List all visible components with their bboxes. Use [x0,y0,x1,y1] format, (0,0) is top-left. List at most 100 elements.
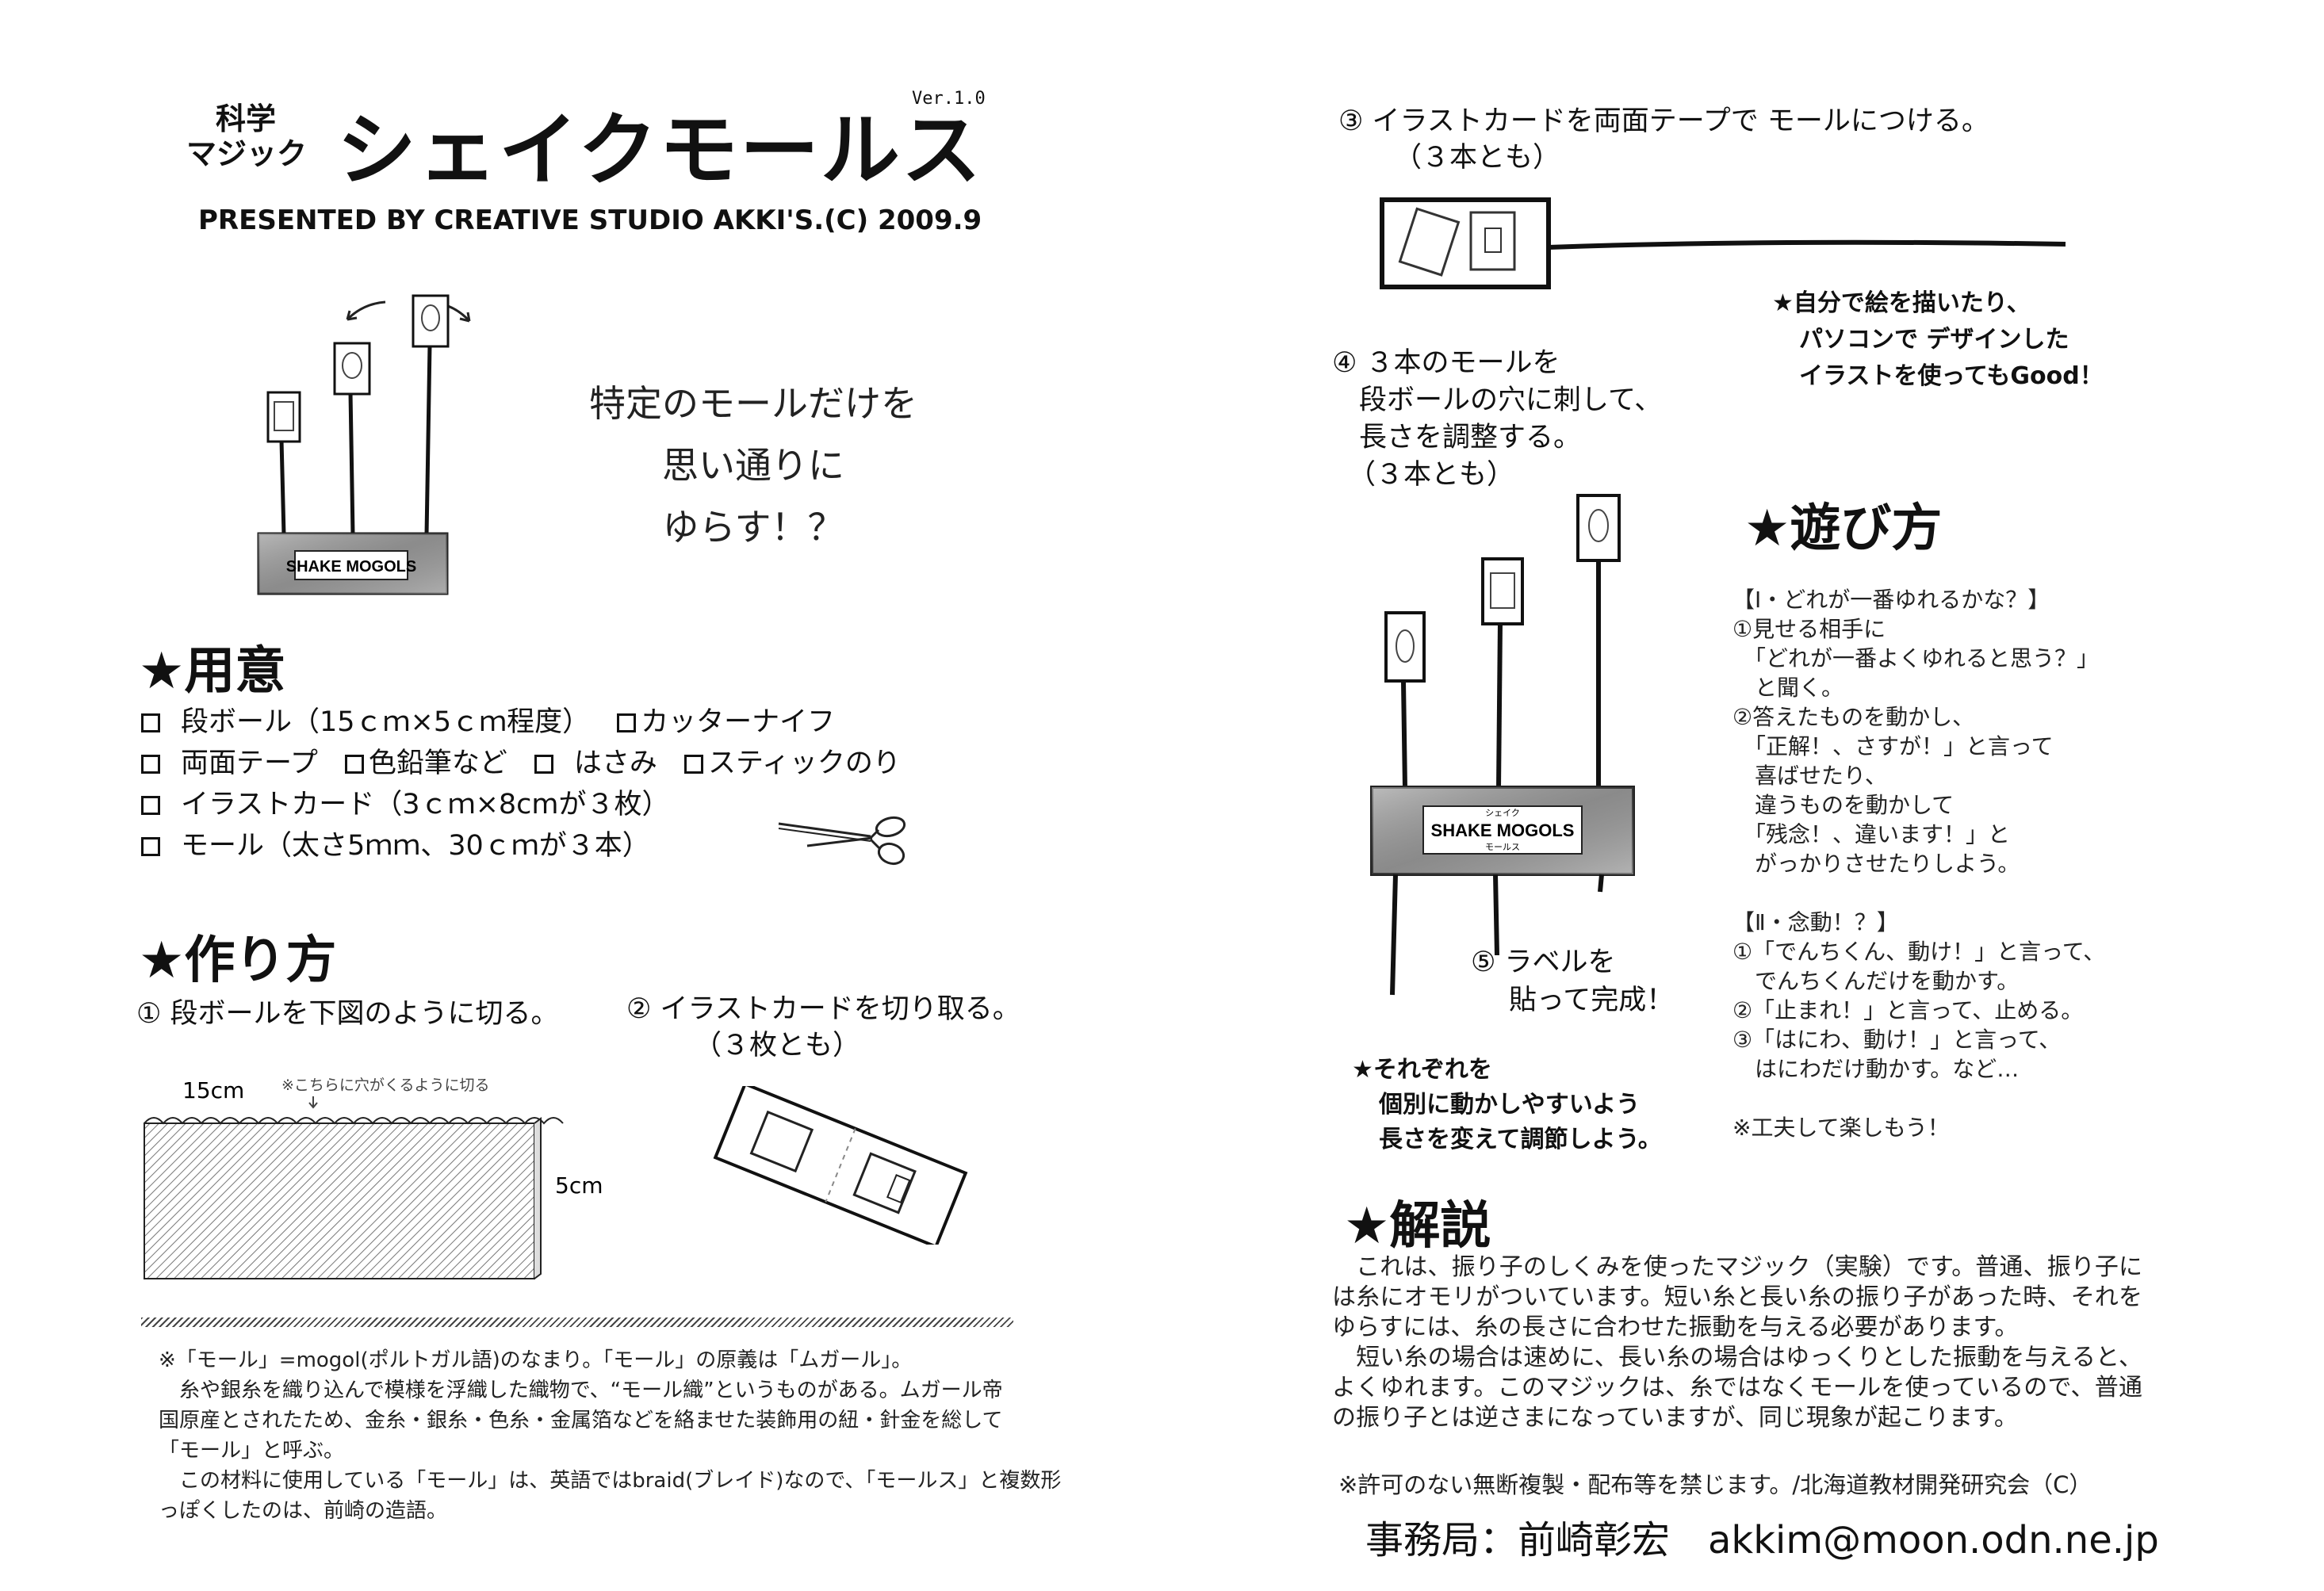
explanation-section-title: ★解説 [1344,1197,1491,1256]
step-1-text: ① 段ボールを下図のように切る。 [136,998,559,1030]
note-line: 糸や銀糸を織り込んで模様を浮織した織物で、“モール織”というものがある。ムガール… [159,1379,1003,1402]
tagline-line: ゆらす！？ [662,506,844,549]
tagline-line: 特定のモールだけを [589,382,917,425]
supply-item: イラストカード（3ｃｍ×8cmが３枚） [141,784,670,825]
tip-line: ★それぞれを [1352,1056,1492,1084]
hero-illustration: SHAKE MOGOLS [257,294,471,595]
play-line: 「正解！、さすが！」と言って [1732,733,2054,759]
tip-line: 個別に動かしやすいよう [1379,1091,1641,1119]
play-line: 「どれが一番よくゆれると思う？」 [1732,645,2100,671]
checkbox-icon [141,755,160,774]
page-title: シェイクモールス [337,104,982,197]
cardboard-diagram: 15cm ※こちらに穴がくるように切る 5cm [144,1077,603,1279]
notes-block: ※「モール」=mogol(ポルトガル語)のなまり。「モール」の原義は「ムガール」… [159,1345,1062,1526]
supply-item: はさみ [534,743,657,784]
card-attached-diagram [1380,197,2066,289]
version-label: Ver.1.0 [912,89,986,109]
explanation-paragraph: これは、振り子のしくみを使ったマジック（実験）です。普通、振り子には糸にオモリが… [1332,1253,2142,1341]
kagaku-magic-label: 科学 マジック [186,101,308,171]
card-1 [1384,611,1426,683]
step-3-line: ③ イラストカードを両面テープで モールにつける。 [1338,105,1989,137]
step-4-line: 段ボールの穴に刺して、 [1359,384,1663,416]
make-section-title: ★作り方 [139,931,337,990]
note-line: っぽくしたのは、前崎の造語。 [159,1499,448,1523]
play-line [1732,1084,2105,1113]
separator [141,1318,1013,1327]
card-1 [266,391,301,443]
play-line: ①見せる相手に [1732,616,1886,642]
play-line: 「残念！、違います！」と [1732,821,2011,847]
play-line: と聞く。 [1732,675,1844,701]
tip-line: イラストを使ってもGood！ [1799,362,2104,390]
supply-item: カッターナイフ [617,702,835,743]
play-line: はにわだけ動かす。など… [1732,1056,2020,1082]
copyright-notice: ※許可のない無断複製・配布等を禁じます。/北海道教材開発研究会（C） [1338,1471,2092,1498]
card-2 [333,342,371,396]
hero-sign-text: SHAKE MOGOLS [286,558,416,576]
card-3 [1576,494,1621,562]
play-line: ①「でんちくん、動け！」と言って、 [1732,939,2106,965]
explanation-paragraph: 短い糸の場合は速めに、長い糸の場合はゆっくりとした振動を与えると、よくゆれます。… [1332,1344,2142,1432]
supply-item: 段ボール（15ｃｍ×5ｃｍ程度） [141,702,590,743]
play-line: ②答えたものを動かし、 [1732,704,1975,730]
step-4-line: ④ ３本のモールを [1332,347,1560,379]
supplies-list: 段ボール（15ｃｍ×5ｃｍ程度） カッターナイフ 両面テープ 色鉛筆など はさみ… [141,702,901,866]
step-5-text: ⑤ ラベルを 貼って完成！ [1471,943,1674,1019]
supplies-row: 段ボール（15ｃｍ×5ｃｍ程度） カッターナイフ [141,702,901,743]
step-3-text: ③ イラストカードを両面テープで モールにつける。 （３本とも） [1338,103,1989,176]
tip-line: ★自分で絵を描いたり、 [1772,289,2031,317]
prep-section-title: ★用意 [139,642,286,701]
play-line: ※工夫して楽しもう！ [1732,1115,1950,1141]
play-line: がっかりさせたりしよう。 [1732,851,2020,877]
supply-item: 色鉛筆など [344,743,507,784]
tip-draw-own: ★自分で絵を描いたり、 パソコンで デザインした イラストを使ってもGood！ [1772,285,2104,395]
step-5-line: 貼って完成！ [1509,985,1675,1016]
checkbox-icon [141,713,160,732]
kagaku-line2: マジック [186,136,308,171]
hole-note: ※こちらに穴がくるように切る [281,1077,490,1094]
step-2-line: ② イラストカードを切り取る。 [626,993,1020,1025]
note-line: 「モール」と呼ぶ。 [159,1439,345,1463]
step-3-line: （３本とも） [1394,142,1561,174]
checkbox-icon [534,755,553,774]
step-4-line: 長さを調整する。 [1359,422,1582,453]
sway-arrow-left-icon [346,300,386,321]
scissors-icon [778,816,906,866]
step-4-text: ④ ３本のモールを 段ボールの穴に刺して、 長さを調整する。 （３本とも） [1332,345,1662,494]
play-instructions: 【Ⅰ・どれが一番ゆれるかな？】 ①見せる相手に 「どれが一番よくゆれると思う？」… [1732,585,2105,1142]
play-line: ②「止まれ！」と言って、止める。 [1732,997,2084,1023]
card-cut-diagram [713,1086,968,1245]
play-line: でんちくんだけを動かす。 [1732,968,2020,994]
checkbox-icon [141,796,160,815]
tip-adjust-length: ★それぞれを 個別に動かしやすいよう 長さを変えて調節しよう。 [1352,1053,1662,1157]
play-line [1732,878,2105,908]
play-line: 喜ばせたり、 [1732,763,1887,789]
supply-item: スティックのり [683,743,901,784]
stand-label-bottom: モールス [1485,842,1520,852]
explanation-text: これは、振り子のしくみを使ったマジック（実験）です。普通、振り子には糸にオモリが… [1332,1253,2142,1433]
stand-diagram: シェイク SHAKE MOGOLS モールス [1370,494,1635,996]
tip-line: パソコンで デザインした [1799,326,2069,354]
step-2-line: （３枚とも） [694,1030,861,1061]
supply-item: モール（太さ5ｍｍ、30ｃｍが３本） [141,825,650,866]
card-2 [1481,557,1524,625]
checkbox-icon [141,837,160,856]
supplies-row: 両面テープ 色鉛筆など はさみ スティックのり [141,743,901,784]
step-5-line: ⑤ ラベルを [1471,947,1616,978]
note-line: 国原産とされたため、金糸・銀糸・色糸・金属箔などを絡ませた装飾用の紐・針金を総し… [159,1409,1003,1432]
note-line: この材料に使用している「モール」は、英語ではbraid(ブレイド)なので、「モー… [159,1469,1062,1493]
stand-label-top: シェイク [1485,808,1520,818]
checkbox-icon [344,755,364,774]
checkbox-icon [617,713,637,732]
presented-by: PRESENTED BY CREATIVE STUDIO AKKI'S.(C) … [198,205,982,236]
dimension-width-label: 15cm [182,1077,244,1103]
supply-item: 両面テープ [141,743,318,784]
note-line: ※「モール」=mogol(ポルトガル語)のなまり。「モール」の原義は「ムガール」… [159,1348,913,1372]
tip-line: 長さを変えて調節しよう。 [1379,1126,1662,1153]
tagline: 特定のモールだけを 思い通りに ゆらす！？ [539,373,967,558]
play-line: ③「はにわ、動け！」と言って、 [1732,1027,2062,1053]
supplies-row: モール（太さ5ｍｍ、30ｃｍが３本） [141,825,901,866]
tagline-line: 思い通りに [662,444,844,487]
step-2-text: ② イラストカードを切り取る。 （３枚とも） [626,991,1020,1064]
card-3 [412,294,450,348]
